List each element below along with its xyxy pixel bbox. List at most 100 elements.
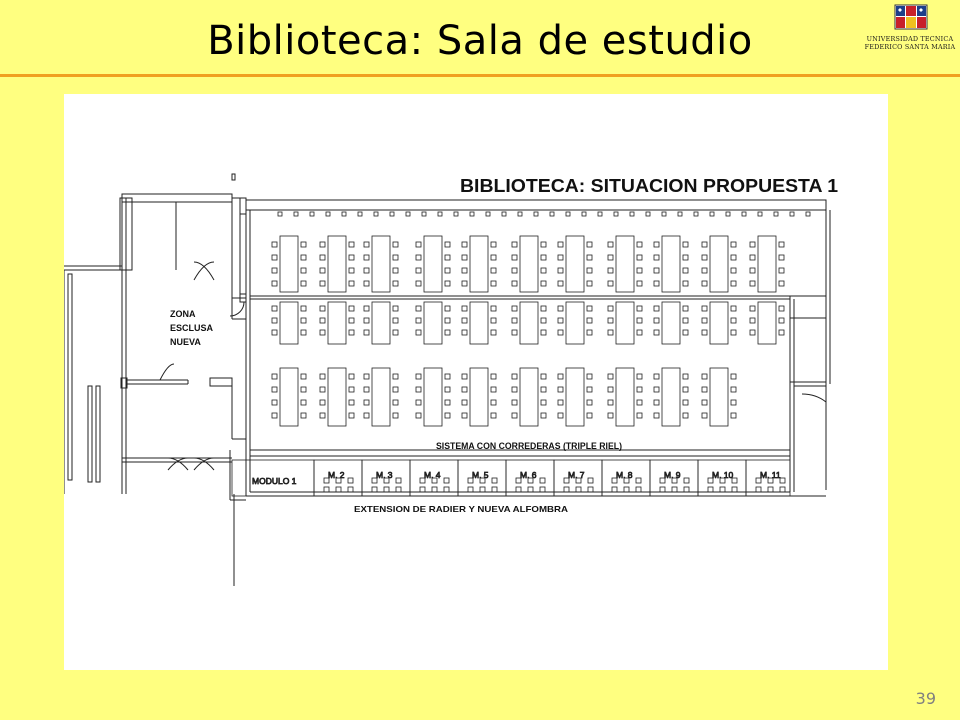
chair: [730, 317, 737, 324]
chair: [607, 317, 614, 324]
chair: [444, 329, 451, 336]
chair: [730, 241, 737, 248]
chair: [392, 280, 399, 287]
chair: [300, 373, 307, 380]
chair: [363, 267, 370, 274]
chair: [490, 241, 497, 248]
chair: [490, 267, 497, 274]
wall-stud: [757, 211, 763, 217]
chair: [682, 305, 689, 312]
chair: [557, 373, 564, 380]
chair: [586, 267, 593, 274]
chair: [479, 477, 486, 484]
module-label: M. 9: [664, 470, 681, 480]
wall-stud: [709, 211, 715, 217]
chair: [300, 412, 307, 419]
chair: [461, 317, 468, 324]
chair: [461, 373, 468, 380]
chair: [527, 477, 534, 484]
chair: [682, 399, 689, 406]
chair: [671, 477, 678, 484]
chair: [335, 477, 342, 484]
chair: [701, 386, 708, 393]
zone-label-line3: NUEVA: [170, 337, 201, 347]
chair: [363, 386, 370, 393]
chair: [587, 477, 594, 484]
chair: [443, 486, 450, 493]
chair: [778, 305, 785, 312]
study-table: [709, 367, 729, 427]
chair: [323, 486, 330, 493]
chair: [730, 267, 737, 274]
chair: [371, 486, 378, 493]
chair: [636, 386, 643, 393]
chair: [636, 317, 643, 324]
chair: [749, 267, 756, 274]
chair: [395, 477, 402, 484]
chair: [444, 373, 451, 380]
study-table: [709, 235, 729, 293]
chair: [444, 399, 451, 406]
chair: [653, 412, 660, 419]
module-cell: M. 8: [601, 459, 651, 497]
chair: [490, 412, 497, 419]
chair: [767, 477, 774, 484]
wall-stud: [645, 211, 651, 217]
title-divider: [0, 74, 960, 77]
chair: [444, 386, 451, 393]
chair: [636, 373, 643, 380]
chair: [563, 486, 570, 493]
chair: [540, 412, 547, 419]
chair: [557, 399, 564, 406]
chair: [730, 329, 737, 336]
chair: [461, 412, 468, 419]
study-table: [279, 235, 299, 293]
module-cell: M. 3: [361, 459, 411, 497]
university-logo: UNIVERSIDAD TECNICA FEDERICO SANTA MARIA: [862, 4, 958, 52]
wall-stud: [373, 211, 379, 217]
wall-stud: [773, 211, 779, 217]
chair: [682, 386, 689, 393]
chair: [682, 412, 689, 419]
chair: [415, 280, 422, 287]
chair: [300, 305, 307, 312]
chair: [755, 477, 762, 484]
chair: [415, 267, 422, 274]
chair: [392, 412, 399, 419]
chair: [271, 386, 278, 393]
chair: [607, 412, 614, 419]
study-table: [371, 235, 391, 293]
chair: [623, 477, 630, 484]
chair: [635, 477, 642, 484]
chair: [730, 386, 737, 393]
study-table: [519, 367, 539, 427]
chair: [636, 329, 643, 336]
chair: [778, 241, 785, 248]
chair: [586, 412, 593, 419]
study-table: [757, 235, 777, 293]
study-table: [279, 301, 299, 345]
study-table: [519, 301, 539, 345]
wall-stud: [725, 211, 731, 217]
chair: [392, 317, 399, 324]
chair: [683, 486, 690, 493]
chair: [511, 373, 518, 380]
chair: [540, 399, 547, 406]
chair: [490, 399, 497, 406]
chair: [730, 412, 737, 419]
chair: [490, 280, 497, 287]
study-table: [469, 235, 489, 293]
chair: [271, 373, 278, 380]
chair: [719, 486, 726, 493]
chair: [348, 305, 355, 312]
chair: [575, 477, 582, 484]
module-label: M. 5: [472, 470, 489, 480]
chair: [383, 477, 390, 484]
chair: [444, 241, 451, 248]
chair: [392, 267, 399, 274]
chair: [719, 477, 726, 484]
chair: [778, 267, 785, 274]
chair: [779, 486, 786, 493]
chair: [363, 305, 370, 312]
module-label: M. 3: [376, 470, 393, 480]
